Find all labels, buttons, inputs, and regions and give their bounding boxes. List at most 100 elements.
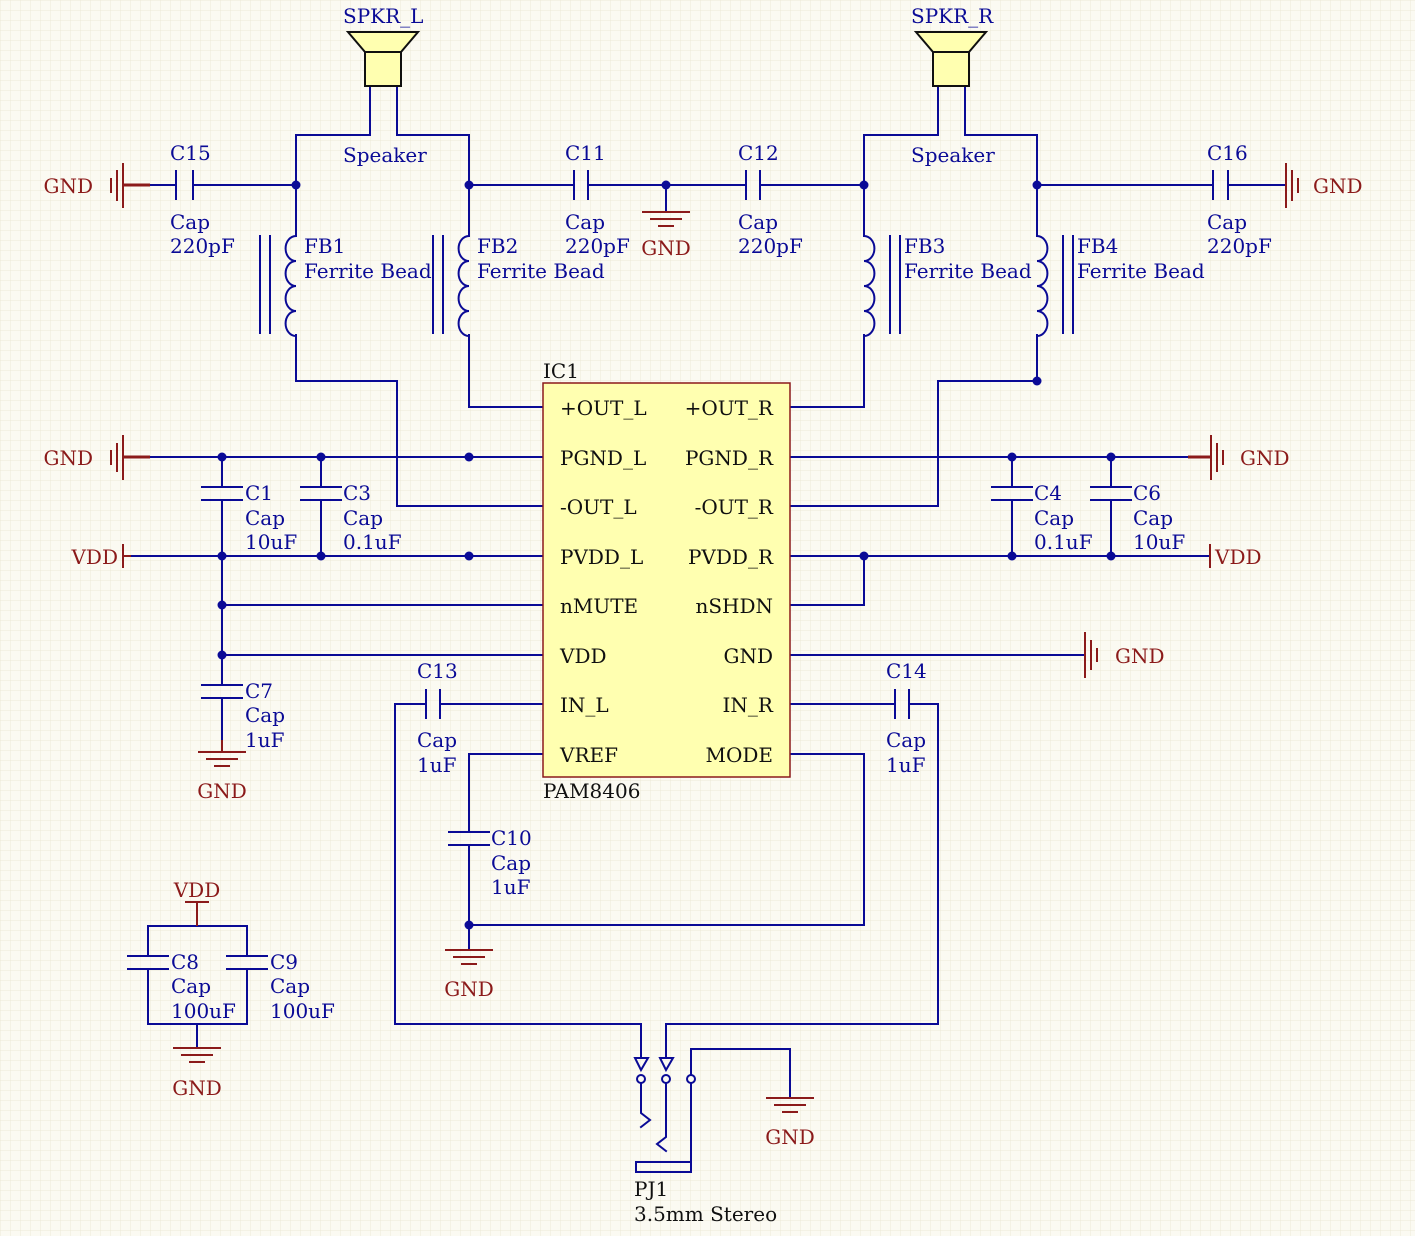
gnd-label-c10: GND [444, 977, 494, 1001]
fb3-comment: Ferrite Bead [904, 259, 1032, 283]
fb4-comment: Ferrite Bead [1077, 259, 1205, 283]
c10-comment: Cap [491, 851, 531, 875]
gnd-port-c15-icon [110, 163, 150, 208]
c13-comment: Cap [417, 728, 457, 752]
gnd-label-jack: GND [765, 1125, 815, 1149]
cap-c4-symbol [991, 486, 1033, 501]
ferrite-bead-fb4-symbol [1036, 229, 1074, 338]
gnd-port-pgnd-left-icon [110, 435, 150, 480]
junctions [217, 180, 1116, 930]
gnd-label-pgnd-right: GND [1240, 446, 1290, 470]
cap-c16-symbol [1212, 170, 1229, 200]
ic-pin-left-0: +OUT_L [560, 396, 647, 420]
vdd-port-bulk-icon [185, 901, 209, 926]
c7-value: 1uF [245, 728, 285, 752]
c12-value: 220pF [738, 234, 803, 258]
gnd-port-c11-c12-icon [642, 211, 690, 227]
speaker-right-icon [913, 31, 989, 87]
c14-comment: Cap [886, 728, 926, 752]
c12-designator: C12 [738, 141, 779, 165]
gnd-label-c11-c12: GND [641, 236, 691, 260]
ic-pin-left-7: VREF [559, 743, 618, 767]
gnd-port-ic-gnd-icon [1084, 632, 1098, 678]
c13-designator: C13 [417, 659, 458, 683]
ic-pin-right-7: MODE [705, 743, 773, 767]
jack-comment: 3.5mm Stereo [634, 1202, 777, 1226]
gnd-port-c10-icon [445, 949, 493, 965]
ic-designator: IC1 [543, 359, 579, 383]
c16-value: 220pF [1207, 234, 1272, 258]
gnd-port-c16-icon [1285, 163, 1299, 208]
c1-value: 10uF [245, 530, 297, 554]
c3-designator: C3 [343, 481, 371, 505]
cap-c7-symbol [201, 684, 243, 699]
ic-body [542, 382, 791, 778]
gnd-port-pgnd-right-icon [1188, 435, 1224, 480]
gnd-port-c7-icon [198, 740, 246, 767]
c1-comment: Cap [245, 506, 285, 530]
ferrite-bead-fb1-symbol [259, 229, 297, 338]
fb2-comment: Ferrite Bead [477, 259, 605, 283]
c14-value: 1uF [886, 753, 926, 777]
fb3-designator: FB3 [904, 234, 945, 258]
c16-designator: C16 [1207, 141, 1248, 165]
gnd-label-ic-gnd: GND [1115, 644, 1165, 668]
gnd-port-jack-icon [766, 1097, 814, 1113]
c11-comment: Cap [565, 210, 605, 234]
ic-pin-left-1: PGND_L [560, 446, 646, 470]
c15-designator: C15 [170, 141, 211, 165]
vdd-port-left-icon [122, 544, 131, 568]
c13-value: 1uF [417, 753, 457, 777]
c3-comment: Cap [343, 506, 383, 530]
c10-designator: C10 [491, 826, 532, 850]
ic-pin-right-0: +OUT_R [685, 396, 774, 420]
fb1-designator: FB1 [304, 234, 345, 258]
cap-c12-symbol [745, 170, 761, 200]
ic-pin-right-2: -OUT_R [695, 495, 774, 519]
cap-c3-symbol [300, 486, 342, 501]
cap-c15-symbol [175, 170, 194, 200]
cap-c6-symbol [1090, 486, 1132, 501]
vdd-label-left: VDD [70, 545, 118, 569]
c15-value: 220pF [170, 234, 235, 258]
fb4-designator: FB4 [1077, 234, 1118, 258]
ic-pin-right-5: GND [723, 644, 773, 668]
speaker-right-comment: Speaker [911, 143, 995, 167]
c8-comment: Cap [171, 974, 211, 998]
c11-value: 220pF [565, 234, 630, 258]
speaker-left-comment: Speaker [343, 143, 427, 167]
c1-designator: C1 [245, 481, 273, 505]
cap-c10-symbol [448, 831, 490, 846]
audio-jack-icon [633, 1057, 696, 1173]
labels: SPKR_L Speaker SPKR_R Speaker FB1 Ferrit… [43, 4, 1362, 1226]
cap-c14-symbol [894, 689, 910, 719]
cap-c11-symbol [573, 170, 589, 200]
ferrite-bead-symbols [259, 229, 1074, 338]
power-symbols [110, 163, 1299, 1113]
c4-value: 0.1uF [1034, 530, 1093, 554]
ic-pin-right-4: nSHDN [695, 594, 773, 618]
c3-value: 0.1uF [343, 530, 402, 554]
c9-designator: C9 [270, 950, 298, 974]
gnd-port-c8-c9-icon [173, 1047, 221, 1063]
fb1-comment: Ferrite Bead [304, 259, 432, 283]
cap-c13-symbol [425, 689, 441, 719]
cap-c8-symbol [127, 955, 169, 970]
c6-value: 10uF [1133, 530, 1185, 554]
c16-comment: Cap [1207, 210, 1247, 234]
c6-designator: C6 [1133, 481, 1161, 505]
ic-pin-left-3: PVDD_L [560, 545, 643, 569]
speaker-left-icon [345, 31, 421, 87]
ic-pin-left-4: nMUTE [560, 594, 638, 618]
c4-designator: C4 [1034, 481, 1062, 505]
cap-c1-symbol [201, 486, 243, 501]
gnd-label-c16: GND [1313, 174, 1363, 198]
c14-designator: C14 [886, 659, 927, 683]
c7-comment: Cap [245, 703, 285, 727]
gnd-label-c8-c9: GND [172, 1076, 222, 1100]
cap-c9-symbol [226, 955, 268, 970]
c7-designator: C7 [245, 679, 273, 703]
c4-comment: Cap [1034, 506, 1074, 530]
gnd-label-pgnd-left: GND [43, 446, 93, 470]
